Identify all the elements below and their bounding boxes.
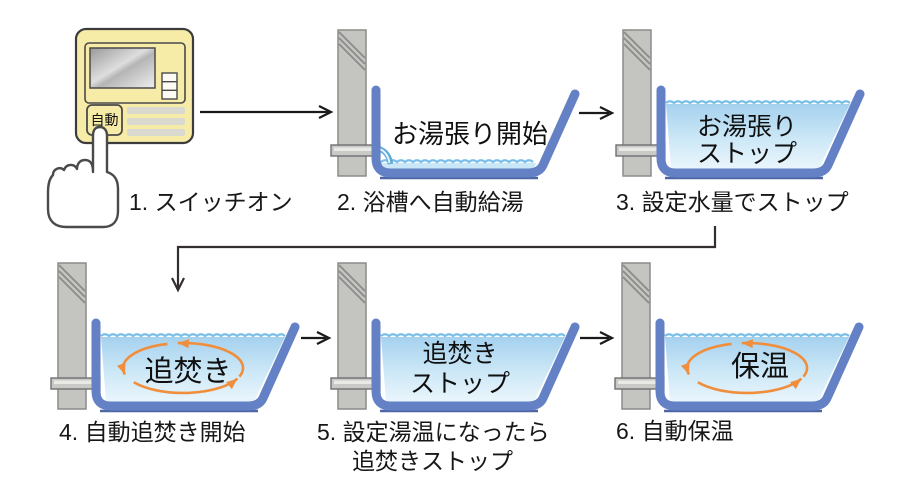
connector-step3-to-step4 (170, 226, 717, 292)
tub-status-text: お湯張り開始 (392, 119, 548, 149)
auto-button-label: 自動 (91, 112, 119, 128)
scene-step5-bathtub: 追焚き ストップ (330, 262, 575, 411)
step5-label-line2: 追焚きストップ (352, 448, 513, 474)
tub-status-text-line1: お湯張り (697, 113, 797, 141)
water-low (381, 163, 536, 169)
step4-label: 4. 自動追焚き開始 (59, 419, 246, 445)
flow-arrows (200, 104, 614, 346)
tub-status-text: 追焚き (144, 355, 231, 388)
step1-label: 1. スイッチオン (129, 189, 293, 215)
water-surface (379, 333, 567, 338)
scene-step6-bathtub: 保温 (614, 262, 859, 411)
water-surface (663, 333, 851, 338)
water-surface (664, 100, 852, 105)
step5-label-line1: 5. 設定湯温になったら (317, 419, 550, 445)
remote-control: 自動 (74, 27, 195, 145)
tub-status-text-line2: ストップ (410, 370, 510, 398)
step2-label: 2. 浴槽へ自動給湯 (337, 189, 524, 215)
water-surface (99, 333, 287, 338)
pointing-hand-icon (46, 125, 120, 229)
step3-label: 3. 設定水量でストップ (616, 189, 849, 215)
scene-step3-bathtub: お湯張り ストップ (615, 29, 860, 178)
tub-status-text-line2: ストップ (697, 140, 797, 168)
water-stream-highlight (379, 148, 391, 164)
step6-label: 6. 自動保温 (616, 418, 734, 444)
remote-label-bars (127, 107, 185, 136)
remote-panel (84, 42, 186, 104)
scene-step4-bathtub: 追焚き (50, 262, 295, 411)
remote-side-buttons (161, 72, 178, 100)
scene-step2-bathtub: お湯張り開始 (330, 29, 575, 178)
remote-screen (89, 47, 156, 89)
tub-status-text: 保温 (731, 350, 789, 383)
water-surface (379, 159, 535, 164)
tub-status-text-line1: 追焚き (422, 340, 497, 368)
